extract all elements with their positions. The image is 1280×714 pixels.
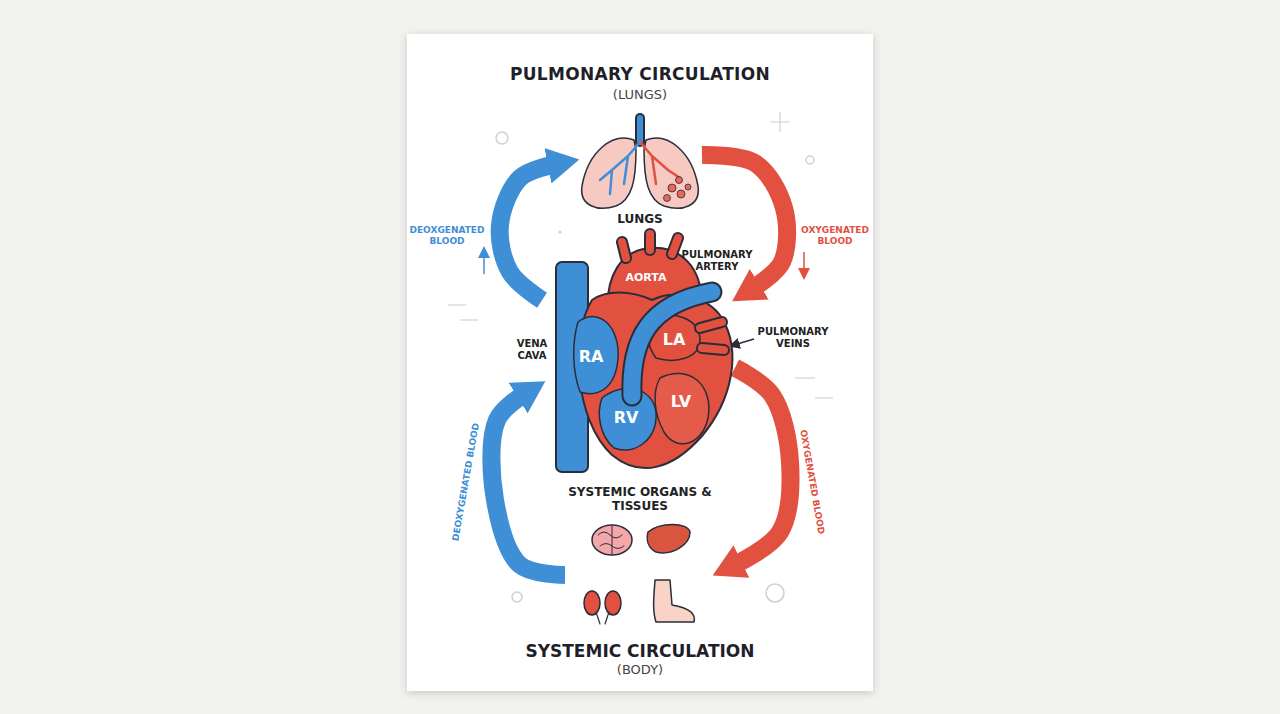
flow-hint-arrow: [803, 252, 805, 274]
alveolus: [685, 184, 691, 190]
diagram-title: PULMONARY CIRCULATION: [440, 64, 840, 84]
deco-circle: [766, 584, 784, 602]
kidney-icon: [605, 591, 621, 615]
node-text: LV: [663, 392, 699, 411]
blood-flow-arrow: [491, 395, 565, 575]
pulmonary-artery: [632, 292, 712, 396]
subtitle: (BODY): [540, 662, 740, 678]
pulmonary-vein: [700, 322, 722, 328]
aorta-branch: [672, 238, 678, 254]
node-text: LUNGS: [578, 212, 702, 226]
heart-chamber: RV: [608, 405, 644, 431]
aorta-branch: [644, 234, 656, 250]
left-ventricle: [655, 373, 709, 443]
aorta-branch: [672, 238, 678, 254]
alveolus: [677, 190, 685, 198]
heart-chamber: RA: [573, 344, 609, 370]
foot-icon: [654, 580, 695, 622]
brain-icon: [592, 525, 632, 555]
aorta-branch: [622, 242, 626, 258]
deco-circle: [512, 592, 522, 602]
alveolus: [668, 184, 676, 192]
flow-label: DEOXGENATED BLOOD: [407, 225, 487, 247]
node-text: SYSTEMIC ORGANS & TISSUES: [565, 485, 715, 514]
pulmonary-vein: [702, 348, 724, 350]
section-heading: SYSTEMIC CIRCULATION: [440, 641, 840, 661]
deco-sparkle: [770, 112, 790, 132]
poster-card: [407, 34, 873, 691]
right-atrium: [574, 317, 618, 394]
flow-label: DEOXYGENATED BLOOD: [450, 422, 481, 542]
lungs-node: LUNGS: [578, 118, 702, 230]
flow-label: OXYGENATED BLOOD: [797, 429, 826, 535]
alveolus: [664, 195, 671, 202]
blood-flow-arrow: [500, 165, 554, 301]
vessel-label: VENA CAVA: [509, 338, 555, 362]
flow-hint-arrow: [483, 252, 485, 274]
bronchi: [600, 142, 640, 194]
bronchi: [640, 142, 680, 184]
blood-flow-arrow: [735, 368, 791, 565]
node-text: RA: [573, 347, 609, 366]
brain-folds: [598, 526, 624, 554]
kidney-icon: [584, 591, 600, 615]
node-text: RV: [608, 408, 644, 427]
heart-chamber: LA: [656, 327, 692, 353]
alveolus: [676, 177, 683, 184]
aorta-branch: [646, 234, 654, 250]
deco-circle: [496, 132, 508, 144]
flow-label: OXYGENATED BLOOD: [798, 225, 872, 247]
trachea: [635, 118, 645, 142]
heart-chamber: LV: [663, 389, 699, 415]
deco-circle: [806, 156, 814, 164]
node-text: AORTA: [622, 271, 670, 284]
aorta-branch: [622, 242, 626, 258]
organs-node: SYSTEMIC ORGANS & TISSUES: [565, 482, 715, 632]
vessel-label: PULMONARY VEINS: [751, 326, 835, 350]
ureter: [596, 612, 609, 624]
deco-dot: [558, 230, 561, 233]
subtitle: (LUNGS): [540, 87, 740, 103]
leader-arrow: [734, 339, 754, 345]
pulmonary-vein: [700, 322, 722, 328]
trachea: [637, 118, 643, 142]
vessel-label: PULMONARY ARTERY: [675, 249, 759, 273]
heart-node: AORTA RA LA RV LV: [542, 240, 735, 472]
pulmonary-artery: [632, 292, 712, 396]
pulmonary-vein: [702, 348, 724, 350]
liver-icon: [647, 525, 690, 553]
node-text: LA: [656, 330, 692, 349]
